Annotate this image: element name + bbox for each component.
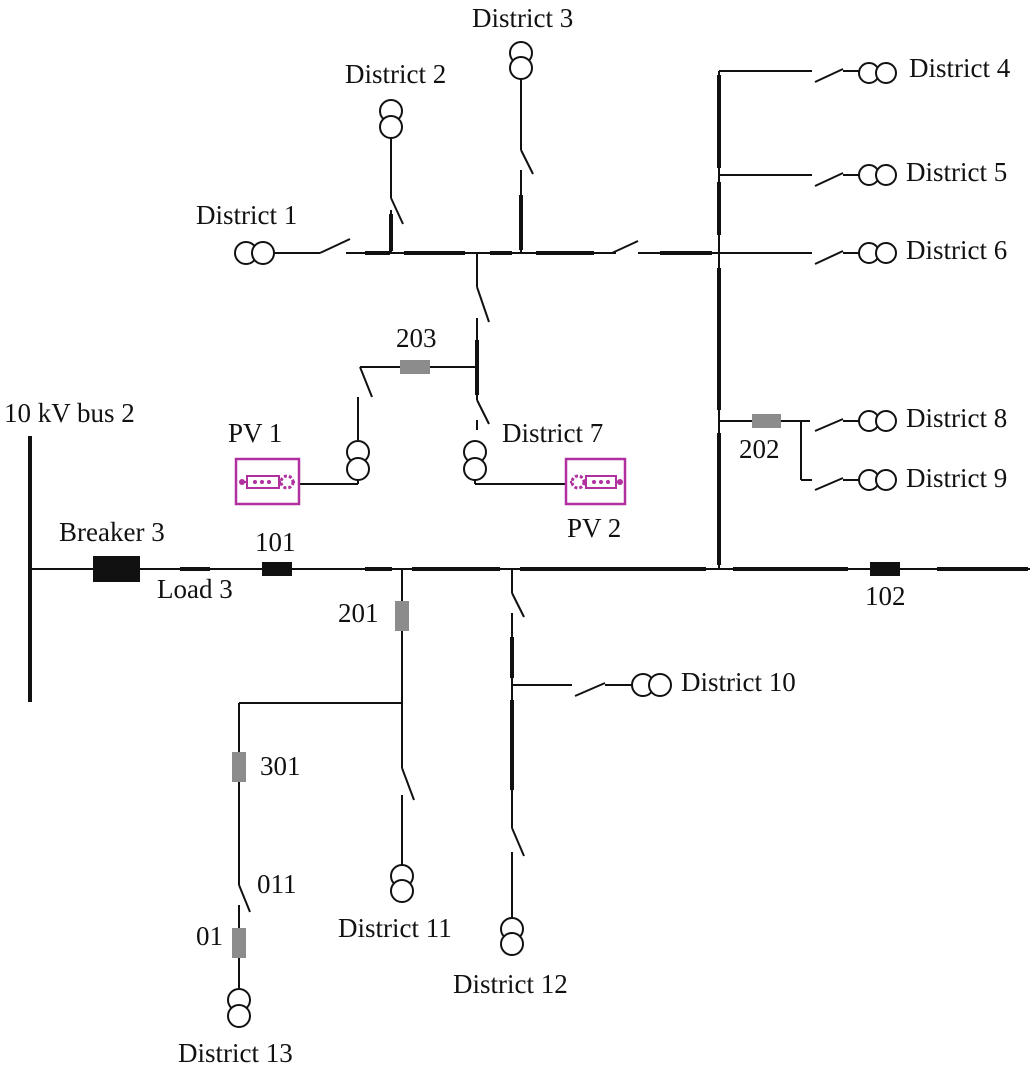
bus-label: 10 kV bus 2 (4, 398, 135, 428)
district-13-label: District 13 (178, 1038, 293, 1068)
district-5-label: District 5 (906, 157, 1007, 187)
pv-1-transformer (300, 440, 370, 485)
pv-2-label: PV 2 (567, 513, 621, 543)
middle-branch (357, 253, 490, 440)
district-6-label: District 6 (906, 235, 1007, 265)
branch-201 (238, 569, 415, 988)
district-11-transformer (390, 864, 414, 903)
upper-feeder (274, 238, 719, 255)
district-8-label: District 8 (906, 403, 1007, 433)
right-trunk (717, 70, 812, 569)
district-4-label: District 4 (909, 53, 1011, 83)
sectionalizer-202[interactable] (752, 414, 781, 428)
breaker-102-label: 102 (865, 581, 906, 611)
district-8-9-branch (800, 410, 897, 491)
breaker-101[interactable] (262, 562, 292, 576)
district-1-label: District 1 (196, 200, 297, 230)
pv-2-panel[interactable] (564, 457, 627, 506)
district-9-label: District 9 (906, 463, 1007, 493)
sectionalizer-201[interactable] (395, 601, 409, 631)
district-4-branch (814, 62, 897, 84)
load-3-label: Load 3 (157, 574, 233, 604)
breaker-3[interactable] (93, 556, 140, 582)
district-12-label: District 12 (453, 969, 568, 999)
switch-011-label: 011 (257, 869, 297, 899)
district-1-transformer (234, 241, 275, 265)
district-10-label: District 10 (681, 667, 796, 697)
district-11-label: District 11 (338, 913, 452, 943)
district-10-transformer (631, 673, 672, 697)
district-3-label: District 3 (472, 3, 573, 33)
district-5-branch (814, 164, 897, 187)
branch-district-10-12 (510, 569, 632, 918)
district-6-branch (814, 242, 897, 265)
pv-1-panel[interactable] (234, 457, 301, 506)
district-12-transformer (500, 917, 524, 956)
district-7-label: District 7 (502, 418, 603, 448)
sectionalizer-301-label: 301 (260, 751, 301, 781)
breaker-3-label: Breaker 3 (59, 517, 165, 547)
sectionalizer-202-label: 202 (739, 434, 780, 464)
sectionalizer-203-label: 203 (396, 323, 437, 353)
sectionalizer-201-label: 201 (338, 598, 379, 628)
sectionalizer-203[interactable] (400, 360, 430, 374)
district-13-transformer (227, 988, 251, 1028)
sectionalizer-01[interactable] (232, 928, 246, 958)
breaker-101-label: 101 (255, 527, 296, 557)
breaker-102[interactable] (870, 562, 900, 576)
district-2-label: District 2 (345, 59, 446, 89)
sectionalizer-301[interactable] (232, 752, 246, 782)
district-3-branch (509, 41, 534, 253)
sectionalizer-01-label: 01 (196, 921, 223, 951)
pv-1-label: PV 1 (228, 418, 282, 448)
district-2-branch (379, 99, 404, 253)
district-7-transformer (463, 440, 566, 485)
